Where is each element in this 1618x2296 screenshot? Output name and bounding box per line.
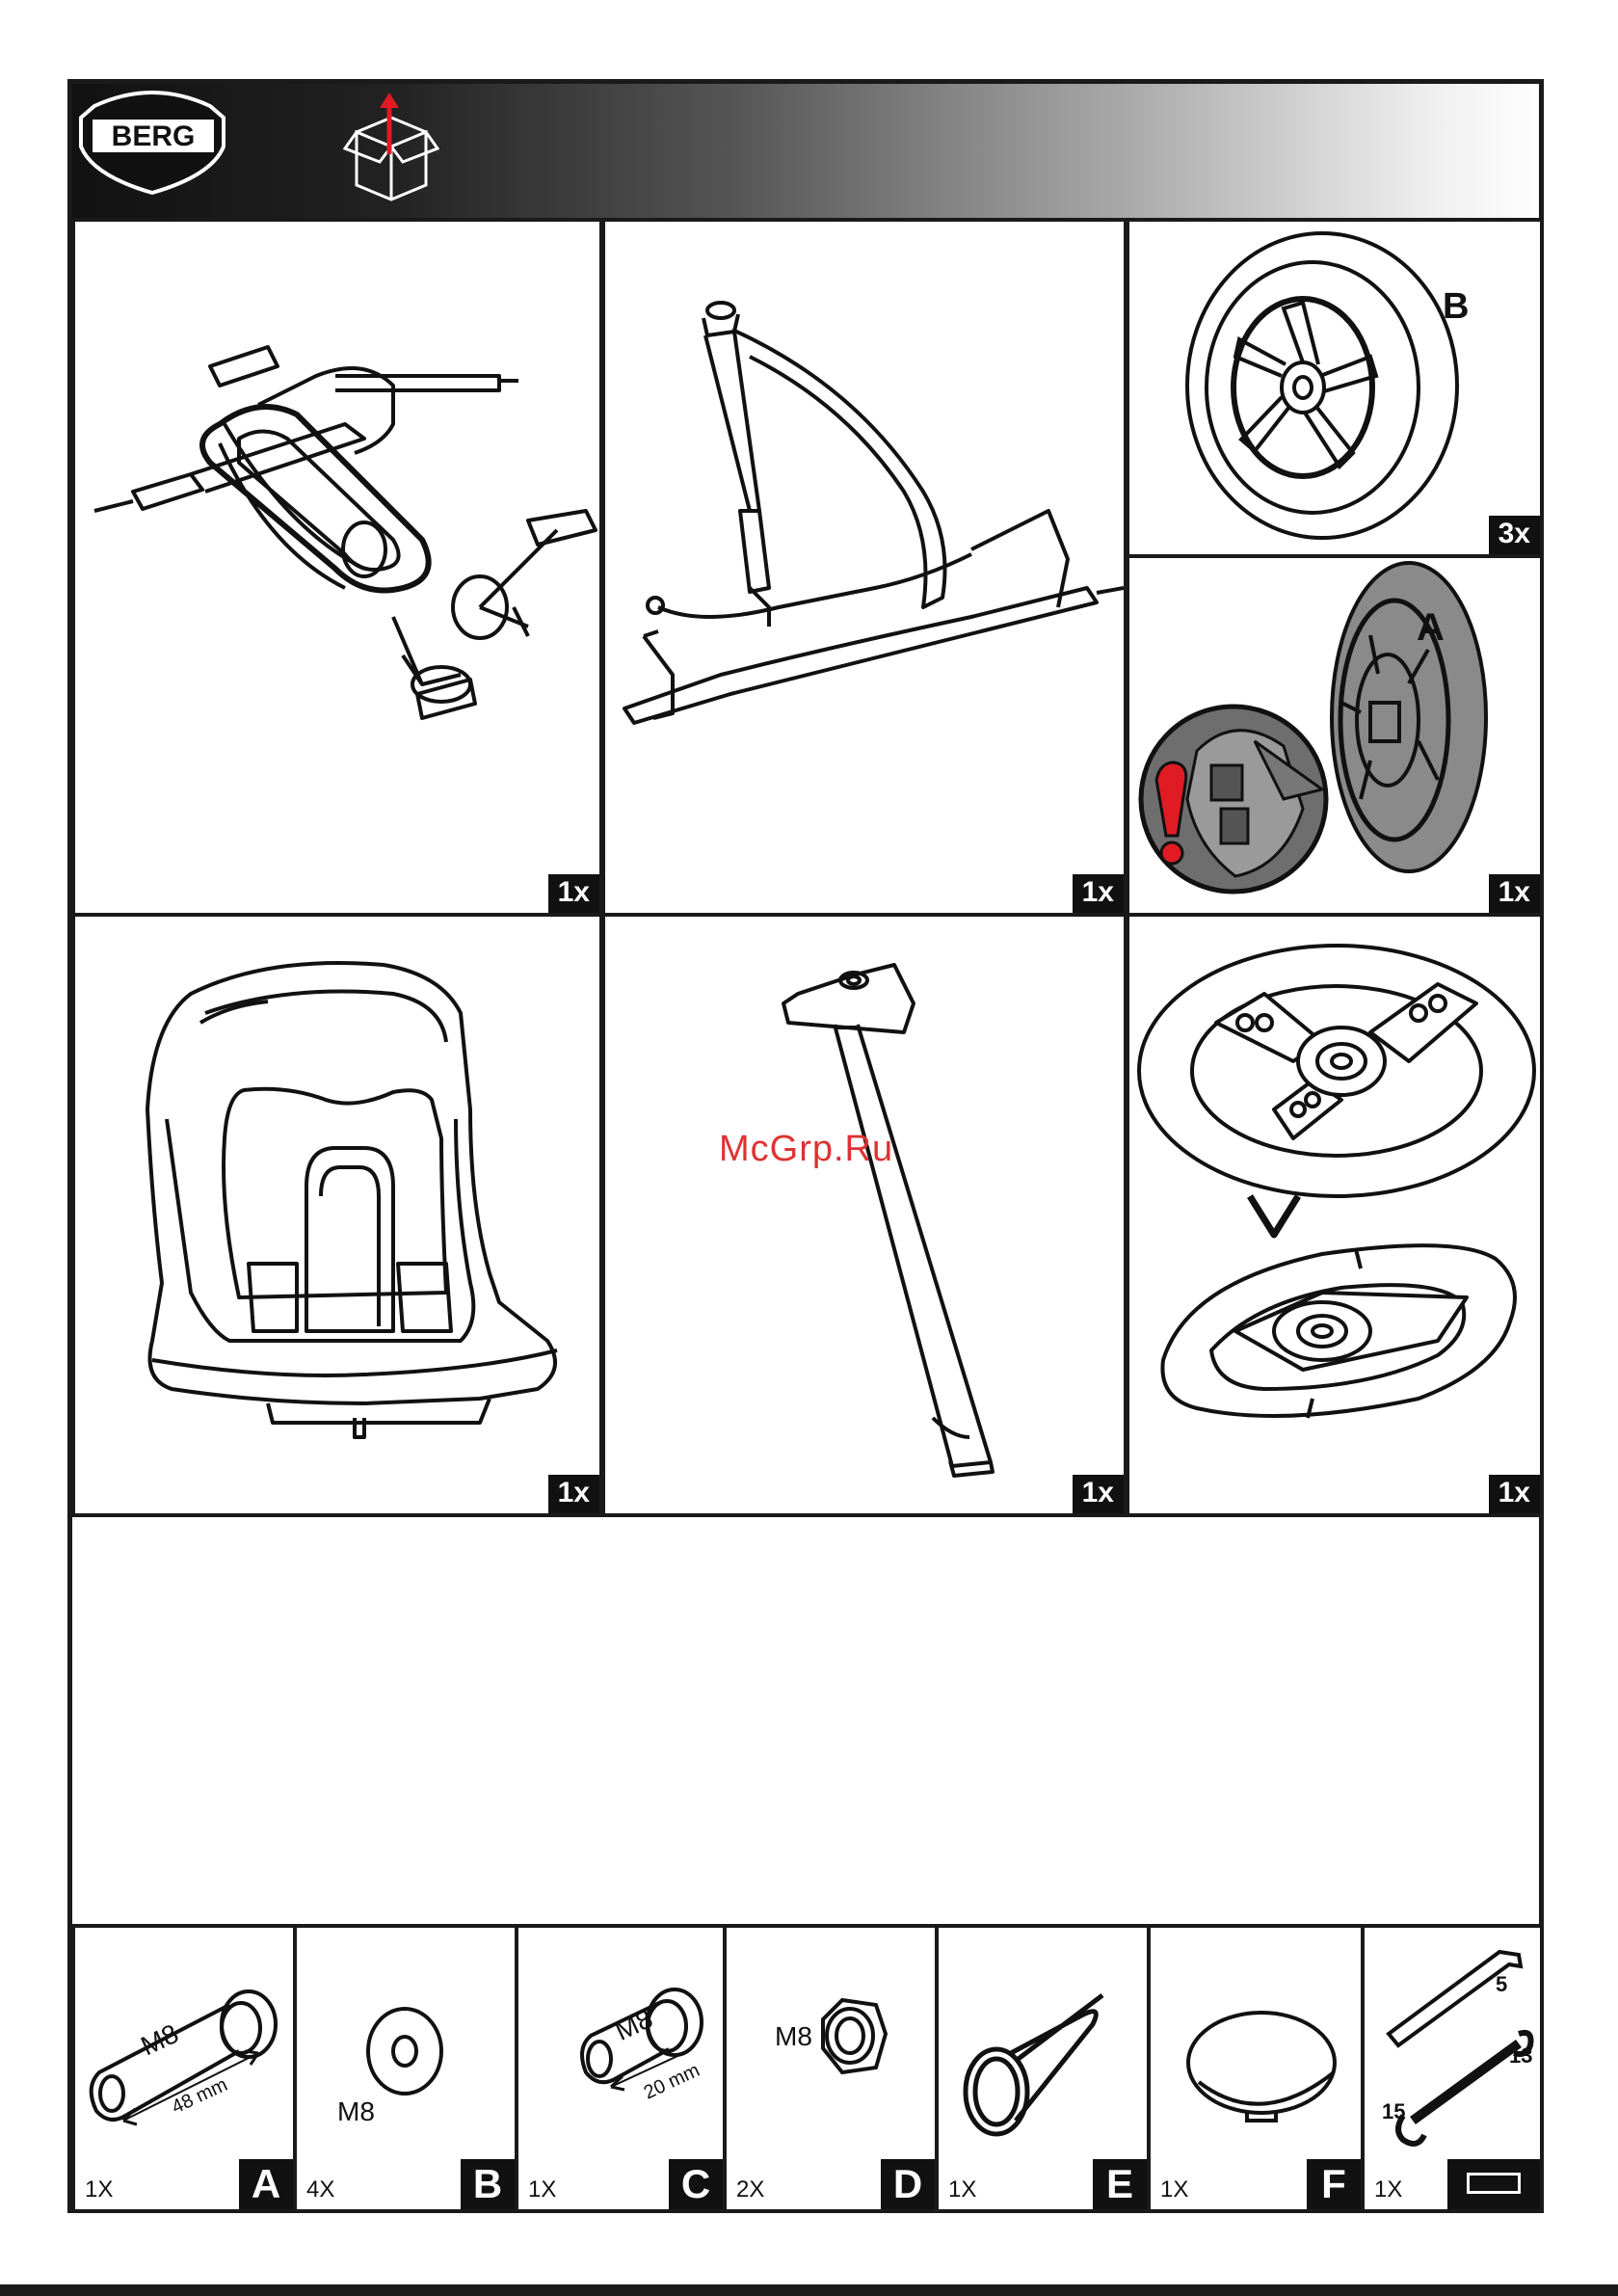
part-wheel-a: A 1x bbox=[1126, 554, 1544, 917]
page-bottom-rule bbox=[0, 2284, 1618, 2296]
part-frame-rear: 1x bbox=[71, 218, 603, 917]
svg-text:48 mm: 48 mm bbox=[169, 2074, 231, 2119]
part-frame-front: 1x bbox=[601, 218, 1127, 917]
qty-badge: 1x bbox=[1073, 1475, 1124, 1513]
hardware-qty: 2X bbox=[736, 2176, 764, 2203]
part-steering-wheel: 1x bbox=[1126, 913, 1544, 1517]
wheel-b-illustration: B bbox=[1129, 222, 1544, 558]
toolbox-badge bbox=[1447, 2159, 1540, 2209]
qty-badge: 3x bbox=[1489, 516, 1540, 554]
hardware-letter: F bbox=[1307, 2159, 1361, 2209]
hardware-letter: A bbox=[239, 2159, 293, 2209]
part-seat: 1x bbox=[71, 913, 603, 1517]
hardware-letter: C bbox=[669, 2159, 723, 2209]
front-frame-illustration bbox=[605, 222, 1127, 917]
hardware-a: M8 48 mm 1X A bbox=[71, 1924, 297, 2213]
hardware-b: M8 4X B bbox=[293, 1924, 518, 2213]
allen-key-icon bbox=[1389, 1952, 1521, 2045]
hardware-letter: B bbox=[461, 2159, 515, 2209]
watermark: McGrp.Ru bbox=[719, 1129, 893, 1170]
toolbox-icon bbox=[1467, 2173, 1521, 2194]
hardware-tools: 5 13 15 1X bbox=[1361, 1924, 1544, 2213]
hardware-qty: 4X bbox=[306, 2176, 334, 2203]
flag-pole-illustration bbox=[605, 917, 1127, 1517]
svg-text:20 mm: 20 mm bbox=[641, 2060, 703, 2104]
hardware-e: 1X E bbox=[935, 1924, 1151, 2213]
qty-badge: 1x bbox=[548, 874, 599, 913]
svg-text:13: 13 bbox=[1509, 2043, 1532, 2068]
hardware-d: M8 2X D bbox=[723, 1924, 939, 2213]
hardware-qty: 1X bbox=[528, 2176, 556, 2203]
qty-badge: 1x bbox=[1489, 874, 1540, 913]
part-flag-pole: McGrp.Ru 1x bbox=[601, 913, 1127, 1517]
hardware-letter: D bbox=[881, 2159, 935, 2209]
hardware-letter: E bbox=[1093, 2159, 1147, 2209]
svg-text:5: 5 bbox=[1496, 1972, 1507, 1996]
qty-badge: 1x bbox=[548, 1475, 599, 1513]
qty-badge: 1x bbox=[1073, 874, 1124, 913]
part-wheel-b: B 3x bbox=[1126, 218, 1544, 558]
qty-badge: 1x bbox=[1489, 1475, 1540, 1513]
warning-icon bbox=[1156, 762, 1186, 864]
hardware-qty: 1X bbox=[1160, 2176, 1188, 2203]
hardware-qty: 1X bbox=[85, 2176, 113, 2203]
seat-illustration bbox=[75, 917, 603, 1517]
hardware-qty: 1X bbox=[1374, 2176, 1402, 2203]
wheel-a-illustration: A bbox=[1129, 558, 1544, 917]
hardware-c: M8 20 mm 1X C bbox=[515, 1924, 727, 2213]
steering-wheel-illustration bbox=[1129, 917, 1544, 1517]
hardware-qty: 1X bbox=[948, 2176, 976, 2203]
rear-frame-illustration bbox=[75, 222, 603, 917]
svg-text:M8: M8 bbox=[337, 2096, 375, 2126]
svg-text:15: 15 bbox=[1382, 2099, 1405, 2123]
wheel-b-label: B bbox=[1443, 286, 1469, 327]
svg-text:M8: M8 bbox=[775, 2021, 812, 2051]
hardware-f: 1X F bbox=[1147, 1924, 1365, 2213]
wheel-a-label: A bbox=[1417, 606, 1445, 649]
svg-text:M8: M8 bbox=[136, 2018, 182, 2062]
